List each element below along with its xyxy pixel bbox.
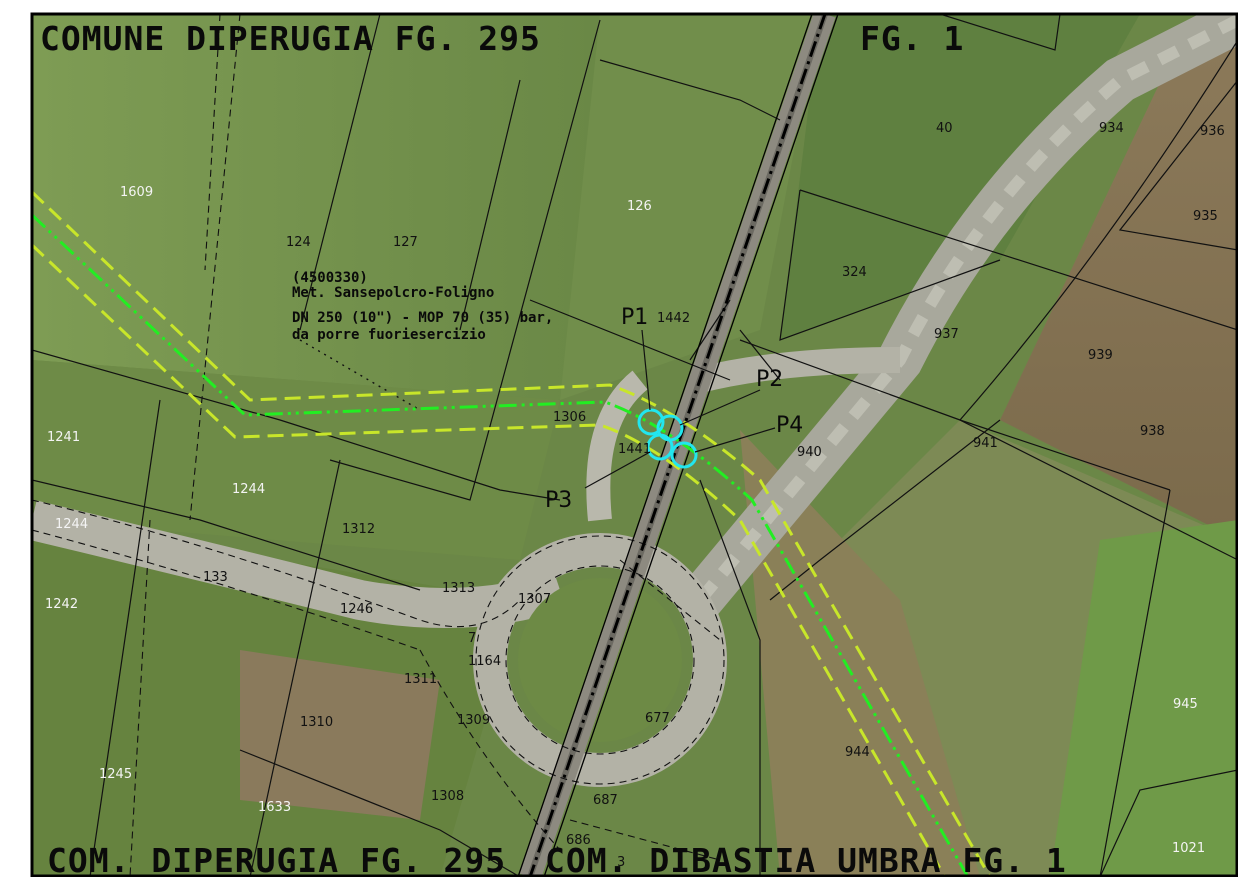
- parcel-1310: 1310: [300, 715, 333, 730]
- sheet-header-top-right: FG. 1: [860, 19, 964, 58]
- point-markers: [584, 329, 776, 489]
- pipeline-edge-upper: [32, 190, 992, 877]
- parcel-1242: 1242: [45, 597, 78, 612]
- parcel-1609: 1609: [120, 185, 153, 200]
- parcel-935: 935: [1193, 209, 1218, 224]
- parcel-934: 934: [1099, 121, 1124, 136]
- pipeline-spec: DN 250 (10") - MOP 70 (35) bar,: [292, 310, 553, 326]
- sheet-header-bottom-right: COM. DIBASTIA UMBRA FG. 1: [545, 841, 1067, 877]
- leader-p1: [641, 329, 651, 411]
- label-p1: P1: [621, 305, 648, 330]
- map-frame: [30, 12, 1238, 877]
- parcel-1313: 1313: [442, 581, 475, 596]
- parcel-7: 7: [468, 631, 476, 646]
- parcel-124: 124: [286, 235, 311, 250]
- parcel-1441: 1441: [618, 442, 651, 457]
- parcel-1311: 1311: [404, 672, 437, 687]
- parcel-1021: 1021: [1172, 841, 1205, 856]
- parcel-1308: 1308: [431, 789, 464, 804]
- parcel-boundaries: [32, 14, 1238, 877]
- parcel-687: 687: [593, 793, 618, 808]
- parcel-686: 686: [566, 833, 591, 848]
- parcel-1309: 1309: [457, 713, 490, 728]
- point-marker-p1: [637, 408, 665, 436]
- point-marker-p3: [646, 433, 674, 461]
- parcel-940: 940: [797, 445, 822, 460]
- parcel-944: 944: [845, 745, 870, 760]
- leader-p3: [584, 451, 651, 489]
- parcel-677: 677: [645, 711, 670, 726]
- parcel-938: 938: [1140, 424, 1165, 439]
- leader-p2: [679, 389, 761, 426]
- dashed-boundaries: [32, 14, 725, 877]
- parcel-1246: 1246: [340, 602, 373, 617]
- pipeline-status: da porre fuoriesercizio: [292, 327, 486, 343]
- parcel-937: 937: [934, 327, 959, 342]
- label-p4: P4: [776, 413, 803, 438]
- pipeline-centerline: [32, 213, 970, 877]
- parcel-1312: 1312: [342, 522, 375, 537]
- leader-p4: [694, 427, 776, 453]
- parcel-936: 936: [1200, 124, 1225, 139]
- parcel-1633: 1633: [258, 800, 291, 815]
- parcel-941: 941: [973, 436, 998, 451]
- parcel-133: 133: [203, 570, 228, 585]
- pipeline-code: (4500330): [292, 270, 368, 286]
- sheet-header-top-left: COMUNE DIPERUGIA FG. 295: [40, 19, 541, 58]
- parcel-1244-b: 1244: [55, 517, 88, 532]
- point-marker-p4: [670, 441, 698, 469]
- pipeline-edge-lower: [32, 243, 947, 877]
- sheet-header-bottom-left: COM. DIPERUGIA FG. 295: [47, 841, 506, 877]
- railway-edge: [517, 13, 813, 877]
- parcel-1442: 1442: [657, 311, 690, 326]
- parcel-324: 324: [842, 265, 867, 280]
- parcel-127: 127: [393, 235, 418, 250]
- parcel-1244-a: 1244: [232, 482, 265, 497]
- parcel-1245: 1245: [99, 767, 132, 782]
- parcel-945: 945: [1173, 697, 1198, 712]
- label-p3: P3: [545, 488, 572, 513]
- parcel-1306: 1306: [553, 410, 586, 425]
- parcel-939: 939: [1088, 348, 1113, 363]
- parcel-1164: 1164: [468, 654, 501, 669]
- parcel-1241: 1241: [47, 430, 80, 445]
- pipeline-route: [32, 190, 992, 877]
- parcel-1307: 1307: [518, 592, 551, 607]
- parcel-labels: 1609 124 127 126 1442 40 934 936 935 324…: [45, 121, 1225, 870]
- parcel-40: 40: [936, 121, 953, 136]
- parcel-3: 3: [617, 855, 625, 870]
- pipeline-name: Met. Sansepolcro-Foligno: [292, 285, 494, 301]
- parcel-126: 126: [627, 199, 652, 214]
- label-p2: P2: [756, 367, 783, 392]
- pipeline-annotation: (4500330) Met. Sansepolcro-Foligno DN 25…: [292, 270, 553, 343]
